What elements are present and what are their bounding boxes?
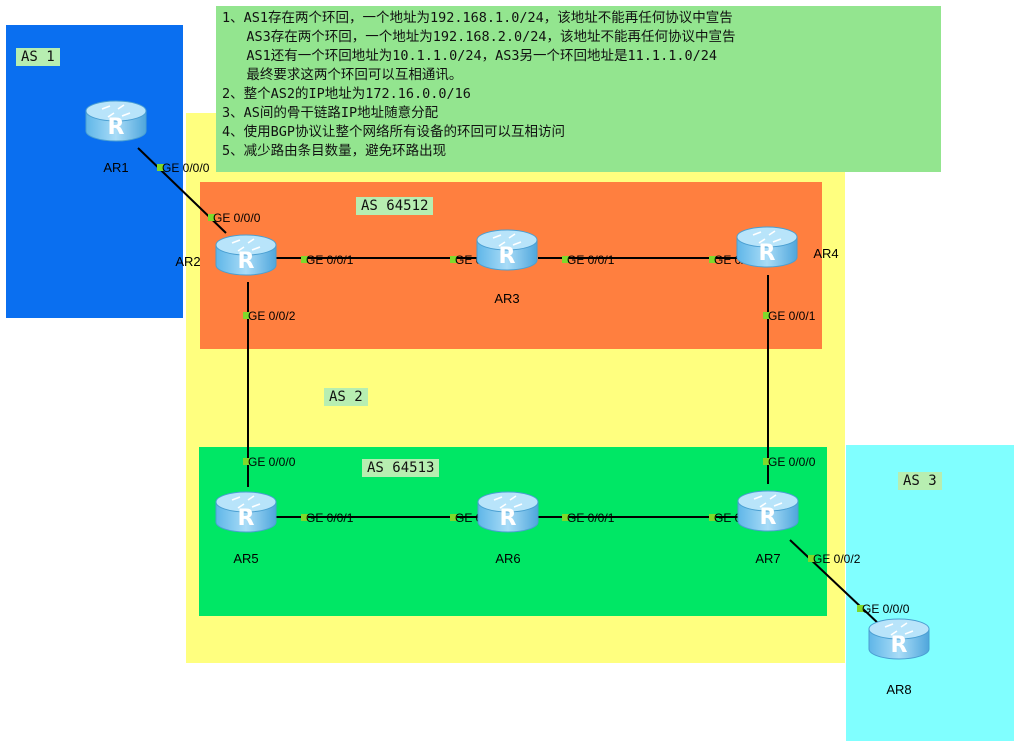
router-top <box>215 491 277 513</box>
port-label-ar2: GE 0/0/2 <box>248 309 296 323</box>
port-dot <box>808 555 815 562</box>
router-label: AR1 <box>103 160 128 175</box>
port-label-ar7: GE 0/0/0 <box>768 455 816 469</box>
port-label-ar2: GE 0/0/0 <box>213 211 261 225</box>
router-icon-glyph: R <box>108 115 125 140</box>
router-arrows-icon <box>492 233 522 247</box>
port-label-ar4: GE 0/0/1 <box>768 309 816 323</box>
router-arrows-icon <box>884 622 914 636</box>
port-dot <box>562 514 569 521</box>
router-icon-glyph: R <box>760 505 777 530</box>
router-arrows-icon <box>493 495 523 509</box>
router-ar7[interactable]: R AR7 <box>737 490 799 566</box>
router-label: AR3 <box>494 291 519 306</box>
router-arrows-icon <box>752 230 782 244</box>
router-top <box>477 491 539 513</box>
port-dot <box>243 312 250 319</box>
port-dot <box>857 605 864 612</box>
router-icon-glyph: R <box>238 249 255 274</box>
router-ar8[interactable]: R AR8 <box>868 618 930 697</box>
port-label-ar3: GE 0/0/1 <box>567 253 615 267</box>
router-label: AR8 <box>886 682 911 697</box>
router-ar2[interactable]: R AR2 <box>175 234 277 276</box>
requirement-line: AS1还有一个环回地址为10.1.1.0/24，AS3另一个环回地址是11.1.… <box>222 48 717 64</box>
zone-label-as3: AS 3 <box>898 472 942 490</box>
port-dot <box>301 256 308 263</box>
port-dot <box>709 256 716 263</box>
port-dot <box>301 514 308 521</box>
port-dot <box>763 458 770 465</box>
link-ar7-ar8 <box>789 539 881 626</box>
requirement-line: 2、整个AS2的IP地址为172.16.0.0/16 <box>222 86 471 102</box>
router-arrows-icon <box>231 495 261 509</box>
zone-as1 <box>6 25 183 318</box>
router-top <box>737 490 799 512</box>
router-label: AR6 <box>495 551 520 566</box>
router-top <box>215 234 277 256</box>
requirement-line: 1、AS1存在两个环回，一个地址为192.168.1.0/24，该地址不能再任何… <box>222 10 733 26</box>
router-ar6[interactable]: R AR6 <box>477 491 539 566</box>
port-dot <box>709 514 716 521</box>
port-label-ar1: GE 0/0/0 <box>162 161 210 175</box>
zone-as3 <box>846 445 1014 741</box>
port-dot <box>450 514 457 521</box>
router-label: AR2 <box>175 254 200 269</box>
router-top <box>476 229 538 251</box>
router-arrows-icon <box>231 238 261 252</box>
router-arrows-icon <box>753 494 783 508</box>
router-top <box>736 226 798 248</box>
router-ar4[interactable]: R AR4 <box>736 226 839 268</box>
port-label-ar8: GE 0/0/0 <box>862 602 910 616</box>
port-dot <box>562 256 569 263</box>
router-icon-glyph: R <box>759 241 776 266</box>
requirements-note: 1、AS1存在两个环回，一个地址为192.168.1.0/24，该地址不能再任何… <box>216 6 941 172</box>
port-dot <box>450 256 457 263</box>
router-label: AR5 <box>233 551 258 566</box>
router-label: AR4 <box>813 246 838 261</box>
router-ar3[interactable]: R AR3 <box>476 229 538 306</box>
requirement-line: 最终要求这两个环回可以互相通讯。 <box>222 67 463 83</box>
router-icon-glyph: R <box>238 506 255 531</box>
zone-label-as1: AS 1 <box>16 48 60 66</box>
router-ar5[interactable]: R AR5 <box>215 491 277 566</box>
port-label-ar5: GE 0/0/0 <box>248 455 296 469</box>
port-dot <box>208 214 215 221</box>
router-ar1[interactable]: R AR1 <box>85 100 147 175</box>
router-icon-glyph: R <box>500 506 517 531</box>
port-label-ar2: GE 0/0/1 <box>306 253 354 267</box>
port-dot <box>763 312 770 319</box>
port-dot <box>243 458 250 465</box>
port-dot <box>157 164 164 171</box>
requirement-line: AS3存在两个环回，一个地址为192.168.2.0/24，该地址不能再任何协议… <box>222 29 736 45</box>
router-icon-glyph: R <box>891 633 908 658</box>
router-icon-glyph: R <box>499 244 516 269</box>
requirement-line: 4、使用BGP协议让整个网络所有设备的环回可以互相访问 <box>222 124 566 140</box>
requirement-line: 5、减少路由条目数量，避免环路出现 <box>222 143 447 159</box>
router-label: AR7 <box>755 551 780 566</box>
port-label-ar5: GE 0/0/1 <box>306 511 354 525</box>
requirement-line: 3、AS间的骨干链路IP地址随意分配 <box>222 105 439 121</box>
port-label-ar6: GE 0/0/1 <box>567 511 615 525</box>
port-label-ar7: GE 0/0/2 <box>813 552 861 566</box>
router-arrows-icon <box>101 104 131 118</box>
zone-label-as64512: AS 64512 <box>356 197 434 215</box>
router-top <box>868 618 930 640</box>
zone-label-as2: AS 2 <box>324 388 368 406</box>
router-top <box>85 100 147 122</box>
zone-label-as64513: AS 64513 <box>362 459 440 477</box>
